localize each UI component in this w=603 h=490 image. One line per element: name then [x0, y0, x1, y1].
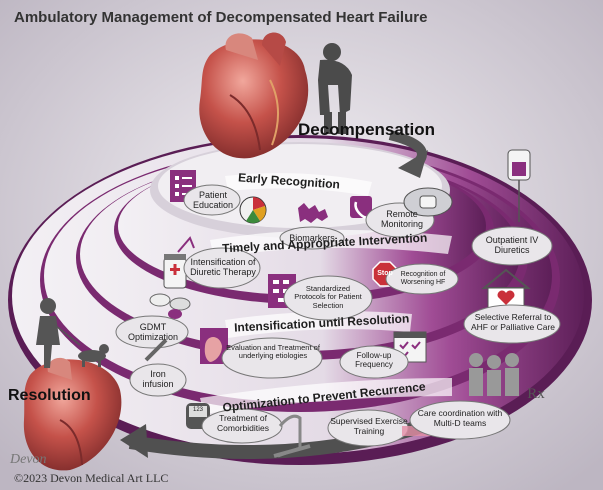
- label-recognition-worsening-hf: Recognition of Worsening HF: [400, 271, 446, 286]
- iron-infusion-bubble: [129, 363, 187, 397]
- rx-symbol: Rx: [527, 386, 545, 402]
- heart-icon: [204, 337, 222, 362]
- label-follow-up-frequency: Follow-up Frequency: [355, 351, 393, 369]
- medical-team-icon: [469, 353, 519, 396]
- label-intensification-diuretic: Intensification of Diuretic Therapy: [190, 257, 256, 278]
- copyright-text: ©2023 Devon Medical Art LLC: [14, 471, 169, 485]
- up-arrow-icon: [177, 236, 195, 253]
- ribbon-early: [225, 173, 372, 196]
- label-treatment-comorbidities: Treatment of Comorbidities: [217, 413, 269, 433]
- decompensation-label: Decompensation: [298, 120, 435, 139]
- artist-signature: Devon: [10, 452, 47, 467]
- syringe-icon: [144, 338, 168, 362]
- care-coordination-bubble: [409, 400, 511, 440]
- label-gdmt-optimization: GDMT Optimization: [127, 322, 179, 343]
- house-heart-icon: [481, 268, 531, 309]
- label-care-coordination: Care coordination with Multi-D teams: [417, 408, 503, 428]
- comorbidities-bubble: [201, 408, 283, 444]
- patient-education-bubble: [183, 184, 241, 216]
- label-evaluation-treatment: Evaluation and Treatment of underlying e…: [226, 343, 320, 361]
- iv-bag-icon: [507, 149, 531, 222]
- ribbon-optimization: [200, 378, 452, 414]
- biomarkers-molecule-icon: [298, 203, 328, 223]
- evaluation-bubble: [221, 337, 323, 379]
- ribbon-intensification: [225, 311, 412, 338]
- gdmt-bubble: [115, 315, 189, 349]
- label-biomarkers: Biomarkers: [289, 233, 335, 243]
- selective-referral-bubble: [463, 304, 561, 344]
- label-remote-monitoring: Remote Monitoring: [380, 209, 424, 230]
- medication-bottle-icon: [163, 254, 187, 289]
- label-selective-referral: Selective Referral to AHF or Palliative …: [470, 312, 556, 332]
- meter-readout: 123: [192, 407, 203, 413]
- follow-up-bubble: [339, 345, 409, 379]
- stop-badge-text: Stop: [377, 270, 393, 277]
- resolution-label: Resolution: [8, 387, 91, 404]
- resolution-arrowhead: [120, 424, 148, 458]
- phone-icon-box: [350, 196, 372, 218]
- pills-icon: [149, 293, 191, 319]
- diagram-title: Ambulatory Management of Decompensated H…: [14, 9, 428, 26]
- pie-chart-icon: [239, 196, 267, 224]
- decompensation-arrowhead: [398, 150, 428, 178]
- outpatient-iv-bubble: [471, 226, 553, 266]
- heart-decompensation-illustration: [199, 32, 309, 159]
- walking-person-with-dog-icon: [36, 298, 109, 368]
- diuretic-intensification-bubble: [183, 247, 261, 289]
- hunched-person-icon: [318, 43, 352, 134]
- label-iron-infusion: Iron infusion: [142, 369, 174, 390]
- calendar-icon: [393, 331, 427, 363]
- protocols-bubble: [283, 275, 373, 321]
- biomarkers-bubble: [279, 226, 345, 250]
- heart-resolution-illustration: [23, 357, 122, 471]
- checklist-icon: [170, 170, 196, 202]
- treadmill-icon: [273, 414, 311, 458]
- label-supervised-exercise: Supervised Exercise Training: [330, 416, 408, 436]
- worsening-hf-bubble: [385, 263, 459, 295]
- label-standardized-protocols: Standardized Protocols for Patient Selec…: [294, 284, 362, 310]
- label-patient-education: Patient Education: [192, 190, 234, 211]
- remote-sensor-device-icon: [403, 187, 453, 217]
- label-outpatient-iv-diuretics: Outpatient IV Diuretics: [485, 235, 539, 256]
